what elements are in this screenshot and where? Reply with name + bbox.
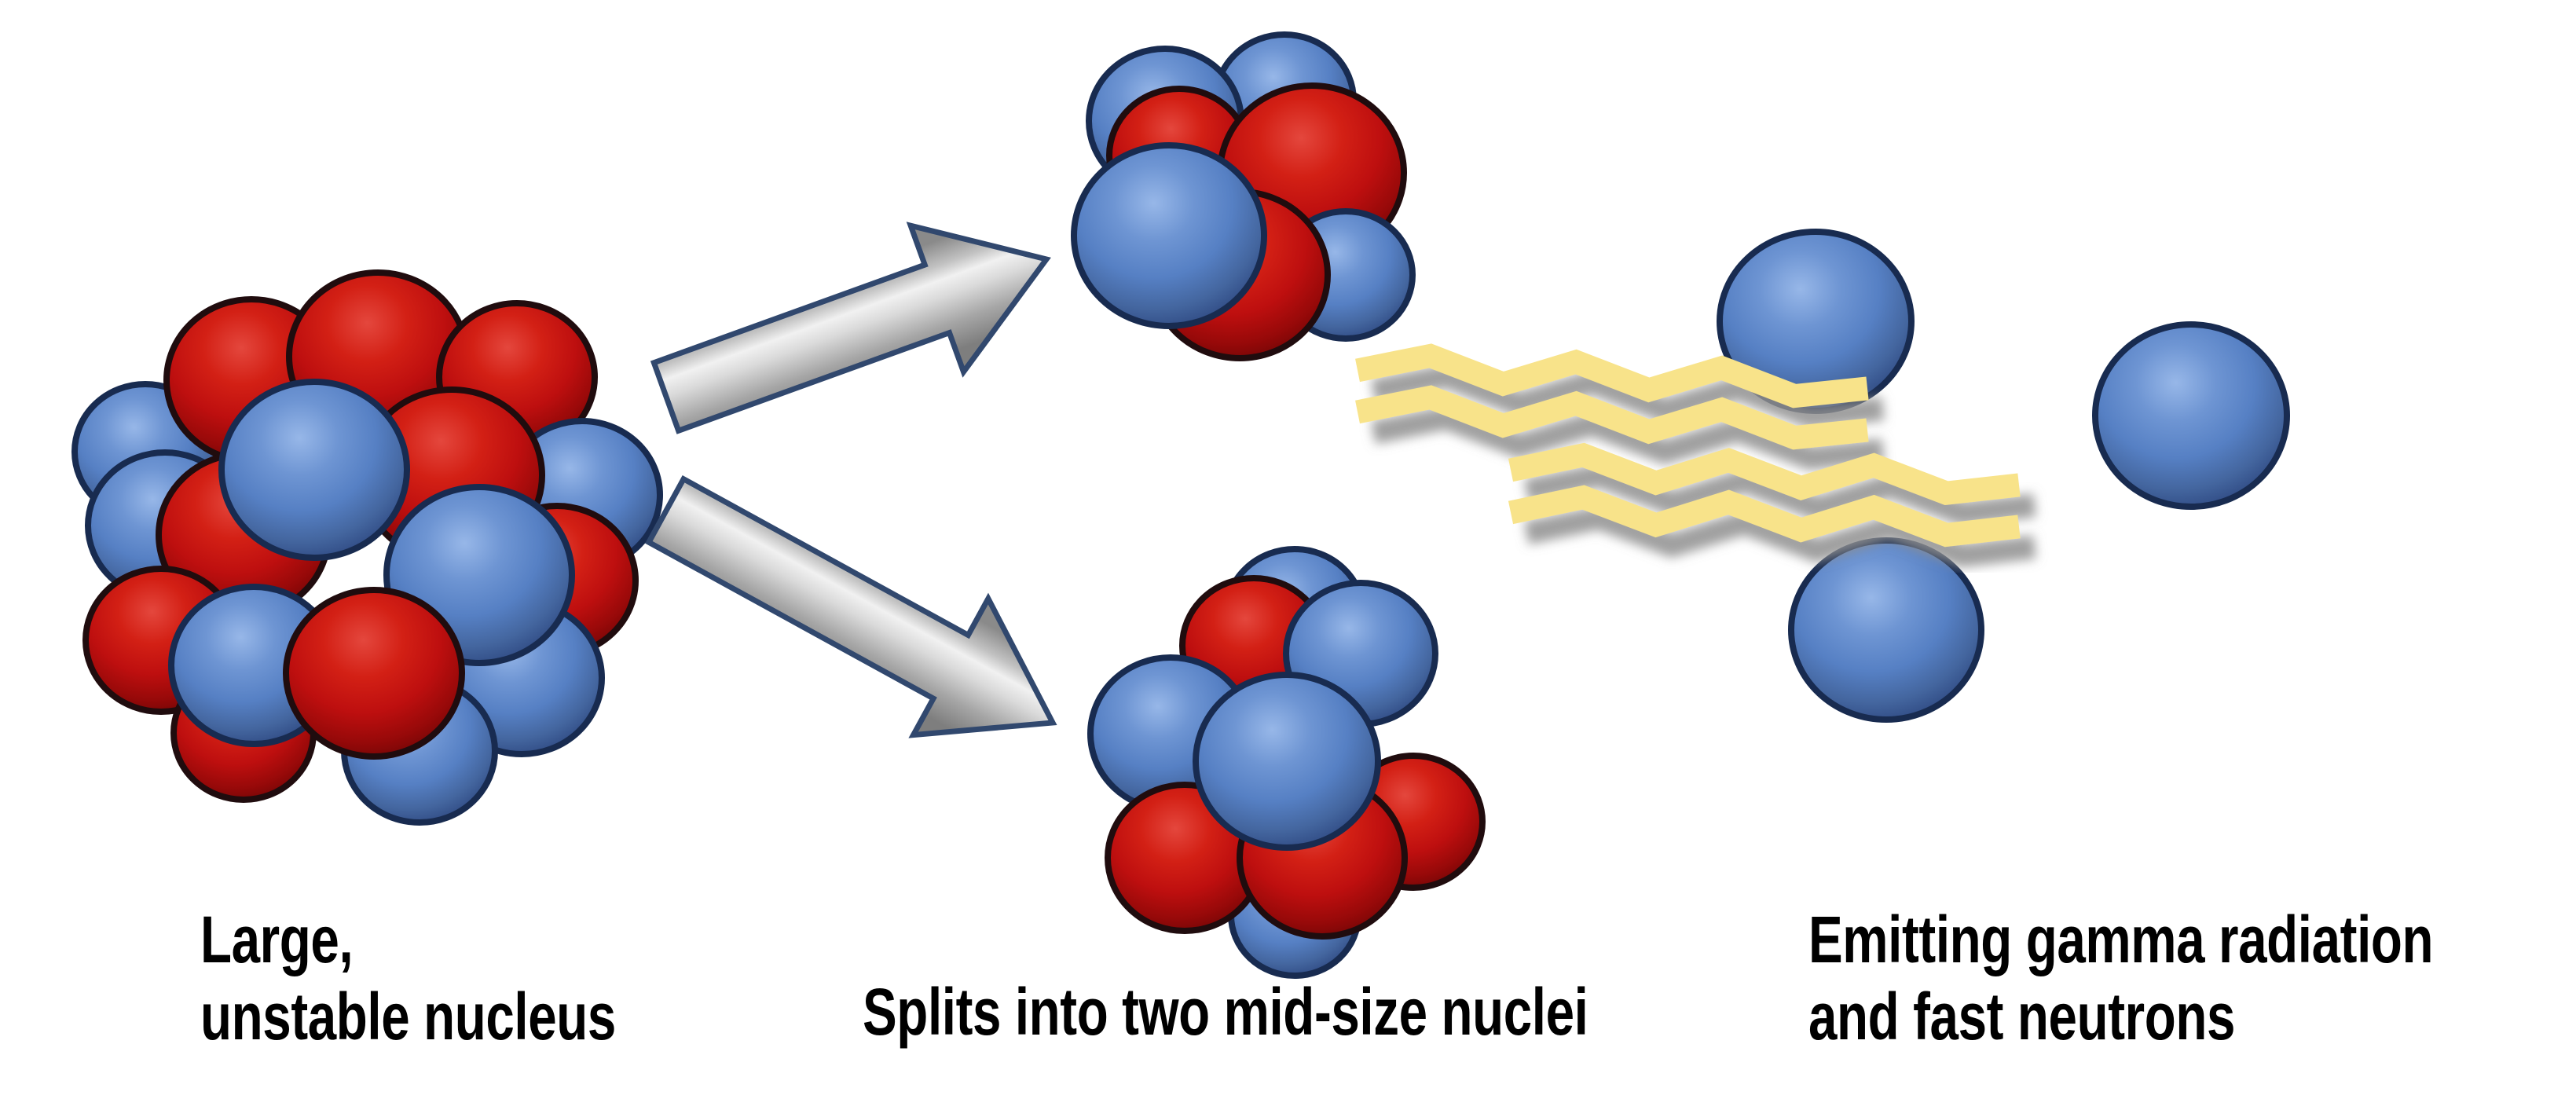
large-nucleus-label-line1: Large, — [200, 903, 354, 976]
emission-label-line2: and fast neutrons — [1808, 980, 2236, 1053]
mid-size-nucleus-top — [1071, 31, 1416, 361]
neutron-sphere — [1071, 142, 1267, 329]
gamma-ray-3 — [1508, 442, 2021, 506]
split-arrow-up-icon — [650, 222, 1051, 434]
split-label: Splits into two mid-size nuclei — [863, 973, 1588, 1050]
large-nucleus-label-line2: unstable nucleus — [200, 980, 616, 1053]
fast-neutron-2 — [2092, 321, 2290, 510]
emission-label: Emitting gamma radiation and fast neutro… — [1808, 901, 2434, 1055]
gamma-ray-1 — [1355, 343, 1869, 408]
fast-neutrons — [1717, 229, 2290, 723]
proton-sphere — [283, 587, 465, 760]
fast-neutron-1 — [1717, 229, 1915, 414]
neutron-sphere — [1193, 672, 1381, 851]
neutron-sphere — [218, 379, 410, 561]
fast-neutron-3 — [1788, 537, 1984, 723]
split-label-line1: Splits into two mid-size nuclei — [863, 975, 1588, 1049]
large-unstable-nucleus — [71, 269, 663, 826]
large-nucleus-label: Large, unstable nucleus — [200, 901, 616, 1055]
gamma-radiation-rays — [1355, 343, 2021, 548]
split-arrows — [645, 222, 1057, 738]
mid-size-nucleus-bottom — [1087, 546, 1486, 979]
gamma-ray-4 — [1508, 485, 2021, 548]
emission-label-line1: Emitting gamma radiation — [1808, 903, 2434, 976]
gamma-ray-2 — [1355, 385, 1869, 450]
split-arrow-down-icon — [645, 474, 1057, 738]
